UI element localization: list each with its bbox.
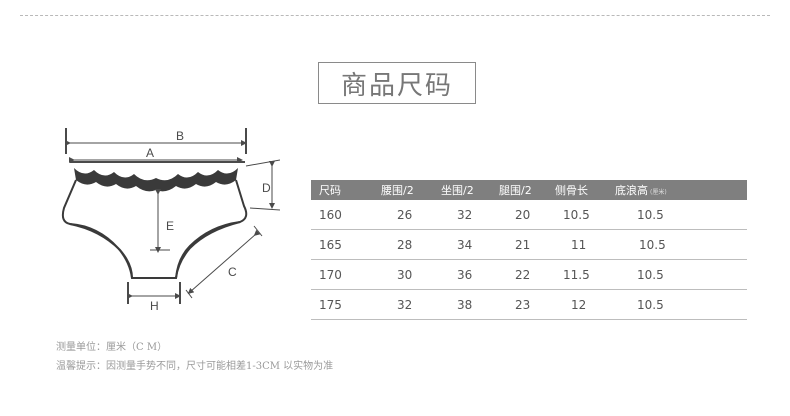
lace-waistband	[74, 168, 238, 192]
table-cell: 20	[499, 200, 555, 230]
table-row: 165 28 34 21 11 10.5	[311, 229, 747, 260]
tip-note: 温馨提示：因测量手势不同，尺寸可能相差1-3CM 以实物为准	[56, 361, 334, 372]
table-header-row: 尺码 腰围/2 坐围/2 腿围/2 侧骨长 底浪高(厘米)	[311, 180, 747, 200]
table-row: 160 26 32 20 10.5 10.5	[311, 200, 747, 230]
table-cell: 26	[381, 200, 441, 230]
col-header: 坐围/2	[441, 180, 499, 200]
dim-d-bottom-guide	[249, 207, 280, 211]
col-header: 侧骨长	[555, 180, 615, 200]
col-header: 腰围/2	[381, 180, 441, 200]
table-cell: 30	[381, 259, 441, 290]
label-e: E	[166, 219, 174, 233]
table-cell: 22	[499, 259, 555, 290]
left-leg-edge	[69, 223, 133, 279]
table-cell: 34	[441, 229, 499, 260]
table-cell: 165	[311, 229, 381, 260]
label-c: C	[228, 265, 237, 279]
col-header-unit-tag: (厘米)	[650, 189, 667, 196]
dim-c-line	[187, 229, 261, 294]
section-title-text: 商品尺码	[340, 70, 453, 101]
table-cell: 10.5	[615, 200, 747, 230]
table-cell: 170	[311, 259, 381, 290]
label-h: H	[150, 299, 159, 313]
table-row: 175 32 38 23 12 10.5	[311, 289, 747, 320]
measurement-notes: 测量单位：厘米（C M） 温馨提示：因测量手势不同，尺寸可能相差1-3CM 以实…	[56, 338, 333, 376]
unit-note: 测量单位：厘米（C M）	[56, 342, 168, 353]
dim-c-bottom-guide	[185, 289, 193, 299]
size-table: 尺码 腰围/2 坐围/2 腿围/2 侧骨长 底浪高(厘米) 160 26 32 …	[311, 180, 747, 320]
table-cell: 10.5	[615, 259, 747, 290]
table-cell: 160	[311, 200, 381, 230]
table-cell: 36	[441, 259, 499, 290]
table-cell: 32	[381, 289, 441, 320]
section-title: 商品尺码	[318, 62, 476, 104]
table-cell: 10.5	[555, 200, 615, 230]
garment-diagram: B A D E C H	[61, 128, 280, 313]
label-a: A	[146, 146, 154, 160]
table-row: 170 30 36 22 11.5 10.5	[311, 259, 747, 290]
col-header: 尺码	[311, 180, 381, 200]
table-cell: 28	[381, 229, 441, 260]
table-cell: 23	[499, 289, 555, 320]
top-dashed-divider	[20, 15, 770, 16]
col-header: 底浪高	[615, 184, 648, 197]
table-cell: 175	[311, 289, 381, 320]
table-cell: 32	[441, 200, 499, 230]
dim-d-top-guide	[245, 159, 280, 167]
table-cell: 11	[555, 229, 615, 260]
table-cell: 21	[499, 229, 555, 260]
table-cell: 38	[441, 289, 499, 320]
label-d: D	[262, 181, 271, 195]
table-cell: 10.5	[615, 289, 747, 320]
label-b: B	[176, 129, 184, 143]
garment-outline	[61, 179, 248, 279]
table-cell: 12	[555, 289, 615, 320]
table-cell: 11.5	[555, 259, 615, 290]
col-header-last: 底浪高(厘米)	[615, 180, 747, 200]
table-cell: 10.5	[615, 229, 747, 260]
col-header: 腿围/2	[499, 180, 555, 200]
